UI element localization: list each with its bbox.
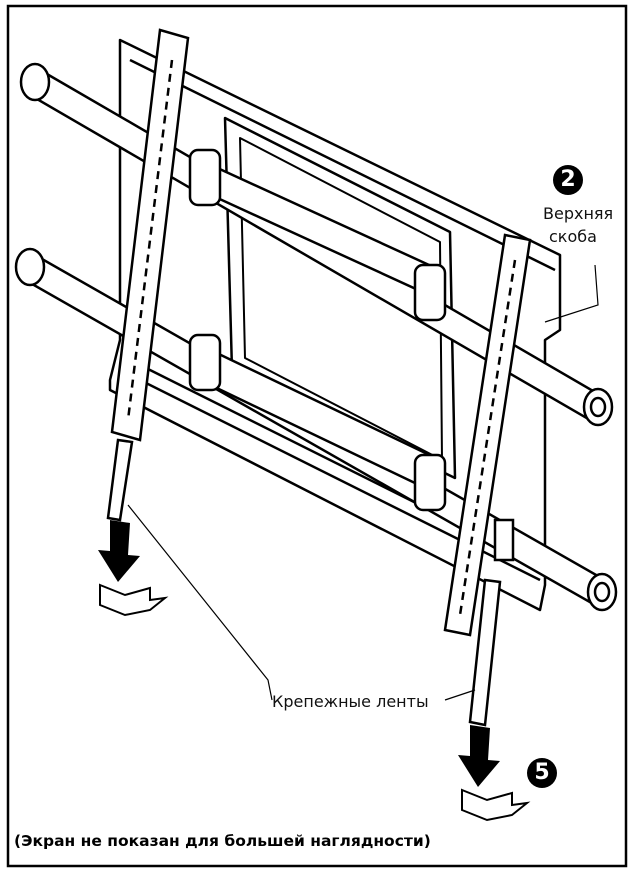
label-mounting-straps: Крепежные ленты (272, 692, 429, 711)
pull-arrow-right (458, 725, 531, 822)
label-upper-bracket-line1: Верхняя (543, 204, 614, 223)
label-upper-bracket-line2: скоба (549, 227, 597, 246)
step-badge-upper: 2 (553, 165, 583, 195)
step-badge-lower: 5 (527, 758, 557, 788)
vertical-strap-left (106, 28, 190, 522)
diagram-caption: (Экран не показан для большей наглядност… (14, 832, 431, 850)
vertical-strap-right (443, 233, 532, 727)
pull-arrow-left (98, 520, 169, 617)
tv-bracket-center (188, 148, 447, 512)
leader-lines (127, 264, 599, 701)
diagram-border (6, 4, 628, 868)
